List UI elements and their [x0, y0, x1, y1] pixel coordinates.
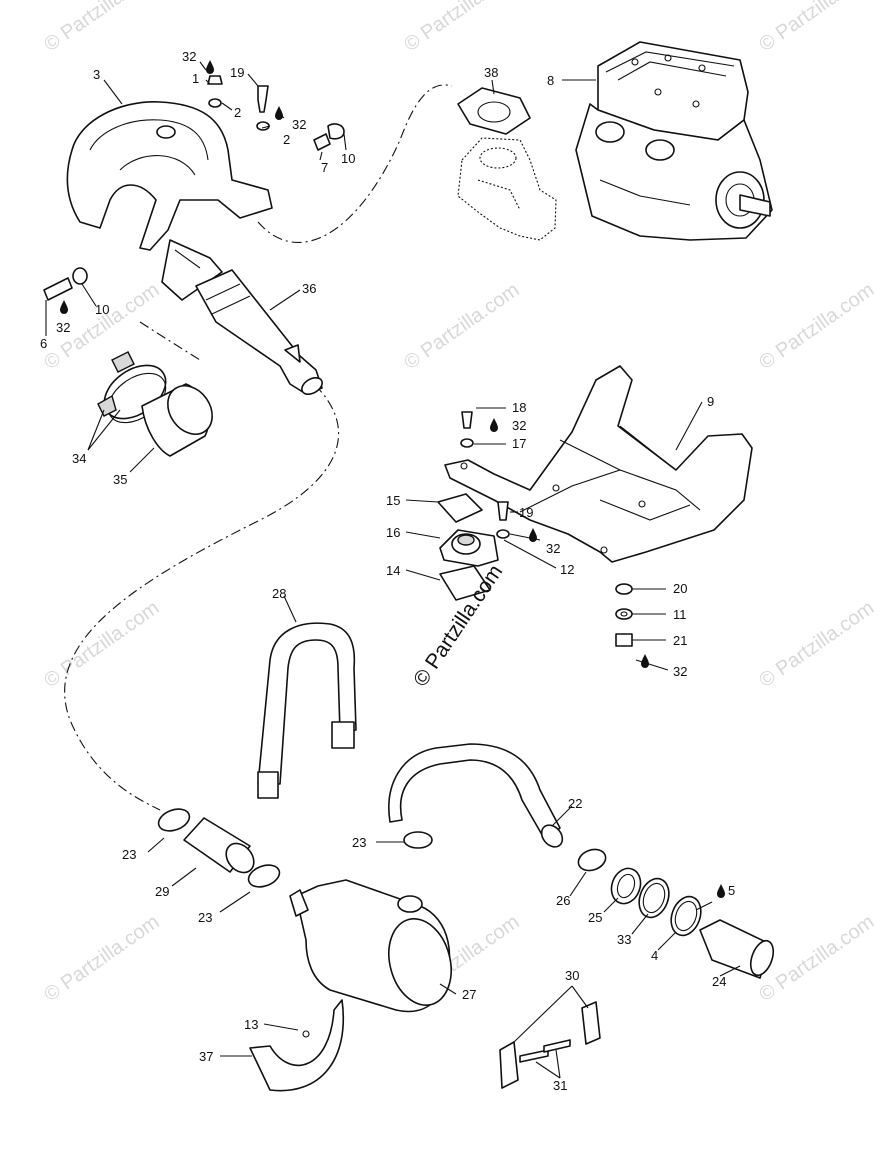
label-part-10: 10 — [341, 151, 355, 166]
rivet-part-31 — [519, 1039, 571, 1063]
drop-icon — [529, 528, 537, 542]
hose-part-22 — [388, 743, 564, 848]
watermark: © Partzilla.com — [755, 0, 878, 56]
label-part-23: 23 — [198, 910, 212, 925]
label-part-6: 6 — [40, 336, 47, 351]
leader-lines — [45, 61, 741, 1079]
watermark: © Partzilla.com — [400, 0, 523, 56]
support-bracket-part-37 — [249, 999, 344, 1092]
label-part-32: 32 — [56, 320, 70, 335]
label-part-5: 5 — [728, 883, 735, 898]
label-part-3: 3 — [93, 67, 100, 82]
label-part-21: 21 — [673, 633, 687, 648]
label-part-9: 9 — [707, 394, 714, 409]
clamp-part-23 — [157, 808, 607, 888]
o-ring-part-4 — [670, 895, 702, 937]
label-part-19: 19 — [230, 65, 244, 80]
label-part-7: 7 — [321, 160, 328, 175]
label-part-18: 18 — [512, 400, 526, 415]
label-part-23: 23 — [122, 847, 136, 862]
gasket-part-38 — [457, 87, 531, 135]
gasket-part-33 — [638, 877, 670, 919]
watermark: © Partzilla.com — [755, 911, 878, 1006]
label-part-2: 2 — [283, 132, 290, 147]
watermark: © Partzilla.com — [400, 279, 523, 374]
outlet-fitting-part-24 — [699, 919, 775, 979]
label-part-17: 17 — [512, 436, 526, 451]
label-part-32: 32 — [292, 117, 306, 132]
label-part-35: 35 — [113, 472, 127, 487]
label-part-12: 12 — [560, 562, 574, 577]
label-part-24: 24 — [712, 974, 726, 989]
label-part-27: 27 — [462, 987, 476, 1002]
plate-part-14 — [439, 565, 491, 601]
label-part-19: 19 — [519, 505, 533, 520]
watermark: © Partzilla.com — [755, 279, 878, 374]
muffler-part-27 — [289, 879, 452, 1013]
exhaust-cone-part-36 — [195, 269, 323, 395]
label-part-14: 14 — [386, 563, 400, 578]
tuned-pipe-part-3 — [66, 101, 273, 301]
exhaust-manifold-outline — [457, 137, 557, 241]
label-part-20: 20 — [673, 581, 687, 596]
drop-icon — [490, 418, 498, 432]
bracket-part-30 — [499, 1001, 601, 1089]
watermark: © Partzilla.com — [40, 597, 163, 692]
nut-part-25 — [610, 867, 642, 905]
drop-icon — [717, 884, 725, 898]
label-part-32: 32 — [673, 664, 687, 679]
label-part-4: 4 — [651, 948, 658, 963]
label-part-13: 13 — [244, 1017, 258, 1032]
hose-sleeve-part-29 — [183, 817, 255, 874]
label-part-16: 16 — [386, 525, 400, 540]
label-part-25: 25 — [588, 910, 602, 925]
connection-lines — [64, 84, 453, 811]
label-part-37: 37 — [199, 1049, 213, 1064]
drop-icon — [60, 300, 68, 314]
label-part-26: 26 — [556, 893, 570, 908]
drop-icon — [641, 654, 649, 668]
label-part-8: 8 — [547, 73, 554, 88]
label-part-33: 33 — [617, 932, 631, 947]
engine-mount-part-16 — [439, 529, 499, 567]
label-part-29: 29 — [155, 884, 169, 899]
label-part-32: 32 — [512, 418, 526, 433]
label-part-15: 15 — [386, 493, 400, 508]
watermark: © Partzilla.com — [40, 0, 163, 56]
label-part-34: 34 — [72, 451, 86, 466]
label-part-38: 38 — [484, 65, 498, 80]
strap-part-28 — [257, 622, 357, 799]
label-part-30: 30 — [565, 968, 579, 983]
watermark: © Partzilla.com — [755, 597, 878, 692]
engine-support-part-9 — [444, 365, 753, 563]
label-part-32: 32 — [546, 541, 560, 556]
part-labels: 3 32 1 2 19 32 2 7 10 6 32 10 36 34 35 3… — [40, 49, 735, 1093]
label-part-2: 2 — [234, 105, 241, 120]
label-part-28: 28 — [272, 586, 286, 601]
label-part-1: 1 — [192, 71, 199, 86]
drop-icon — [206, 60, 214, 74]
label-part-31: 31 — [553, 1078, 567, 1093]
label-part-36: 36 — [302, 281, 316, 296]
engine-part-8 — [575, 41, 773, 241]
label-part-10: 10 — [95, 302, 109, 317]
label-part-32: 32 — [182, 49, 196, 64]
label-part-23: 23 — [352, 835, 366, 850]
sleeve-part-35 — [141, 383, 213, 457]
label-part-11: 11 — [673, 607, 687, 622]
watermark: © Partzilla.com — [40, 911, 163, 1006]
shim-part-15 — [437, 493, 483, 523]
label-part-22: 22 — [568, 796, 582, 811]
